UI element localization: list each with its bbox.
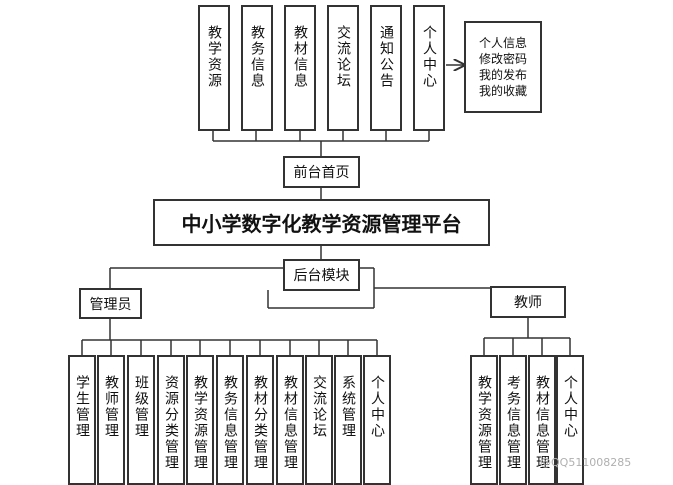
front-home-label: 前台首页 bbox=[293, 165, 350, 181]
admin-module-forum: 交流论坛 bbox=[305, 355, 333, 485]
admin-module-class-management: 班级管理 bbox=[127, 355, 155, 485]
admin-module-textbook-info-management: 教材信息管理 bbox=[276, 355, 304, 485]
teacher-module-exam-info-management: 考务信息管理 bbox=[499, 355, 527, 485]
admin-module-textbook-category-management: 教材分类管理 bbox=[246, 355, 274, 485]
top-module-personal-center: 个人中心 bbox=[413, 5, 445, 131]
teacher-module-label: 考务信息管理 bbox=[505, 375, 521, 471]
front-home-node: 前台首页 bbox=[283, 156, 360, 188]
admin-module-label: 个人中心 bbox=[369, 375, 385, 439]
admin-module-label: 学生管理 bbox=[74, 375, 90, 439]
admin-module-label: 教务信息管理 bbox=[222, 375, 238, 471]
platform-title-node: 中小学数字化教学资源管理平台 bbox=[153, 199, 490, 246]
personal-info-box: 个人信息 修改密码 我的发布 我的收藏 bbox=[464, 21, 542, 113]
admin-module-label: 资源分类管理 bbox=[163, 375, 179, 471]
admin-module-label: 教学资源管理 bbox=[192, 375, 208, 471]
teacher-label: 教师 bbox=[514, 295, 542, 311]
admin-module-system-management: 系统管理 bbox=[334, 355, 362, 485]
top-module-label: 交流论坛 bbox=[335, 25, 351, 89]
top-module-academic-info: 教务信息 bbox=[241, 5, 273, 131]
backend-node: 后台模块 bbox=[283, 259, 360, 291]
admin-module-label: 班级管理 bbox=[133, 375, 149, 439]
top-module-label: 个人中心 bbox=[421, 25, 437, 89]
teacher-module-label: 个人中心 bbox=[562, 375, 578, 439]
top-module-label: 教材信息 bbox=[292, 25, 308, 89]
admin-module-teacher-management: 教师管理 bbox=[97, 355, 125, 485]
admin-module-student-management: 学生管理 bbox=[68, 355, 96, 485]
teacher-module-label: 教学资源管理 bbox=[476, 375, 492, 471]
admin-module-teaching-resource-management: 教学资源管理 bbox=[186, 355, 214, 485]
personal-info-item: 修改密码 bbox=[478, 52, 527, 66]
teacher-module-teaching-resource-management: 教学资源管理 bbox=[470, 355, 498, 485]
top-module-label: 通知公告 bbox=[378, 25, 394, 89]
admin-module-academic-info-management: 教务信息管理 bbox=[216, 355, 244, 485]
personal-info-item: 我的发布 bbox=[478, 68, 527, 82]
watermark: @QQ511008285 bbox=[540, 456, 631, 469]
top-module-notices: 通知公告 bbox=[370, 5, 402, 131]
admin-module-label: 教材信息管理 bbox=[282, 375, 298, 471]
top-module-textbook-info: 教材信息 bbox=[284, 5, 316, 131]
admin-label: 管理员 bbox=[89, 296, 132, 313]
top-module-label: 教务信息 bbox=[249, 25, 265, 89]
watermark-text: @QQ511008285 bbox=[540, 456, 632, 469]
personal-info-item: 我的收藏 bbox=[478, 84, 527, 98]
admin-module-label: 教材分类管理 bbox=[252, 375, 268, 471]
top-module-forum: 交流论坛 bbox=[327, 5, 359, 131]
top-module-teaching-resources: 教学资源 bbox=[198, 5, 230, 131]
personal-info-item: 个人信息 bbox=[478, 36, 527, 50]
admin-module-resource-category-management: 资源分类管理 bbox=[157, 355, 185, 485]
platform-title: 中小学数字化教学资源管理平台 bbox=[181, 212, 462, 236]
admin-node: 管理员 bbox=[79, 288, 142, 319]
teacher-node: 教师 bbox=[490, 286, 566, 318]
admin-module-label: 交流论坛 bbox=[311, 375, 327, 439]
admin-module-personal-center: 个人中心 bbox=[363, 355, 391, 485]
admin-module-label: 教师管理 bbox=[103, 375, 119, 439]
top-module-label: 教学资源 bbox=[206, 25, 222, 89]
admin-module-label: 系统管理 bbox=[340, 375, 356, 439]
teacher-module-label: 教材信息管理 bbox=[534, 375, 550, 471]
backend-label: 后台模块 bbox=[293, 268, 350, 284]
